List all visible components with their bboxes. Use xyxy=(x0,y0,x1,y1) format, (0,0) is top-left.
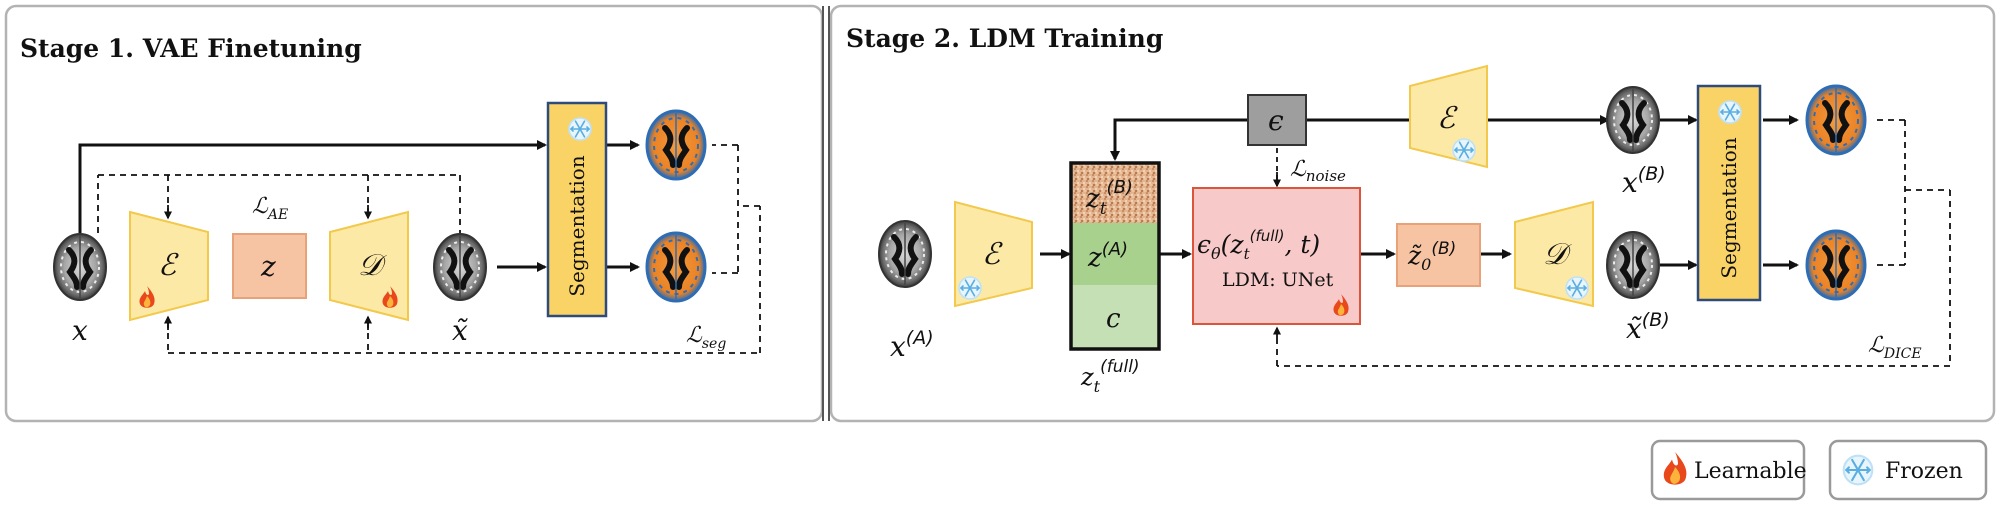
stage1-title: Stage 1. VAE Finetuning xyxy=(20,34,362,63)
stage2-recon-b-brain xyxy=(1607,232,1659,298)
stage1-encoder-symbol: ℰ xyxy=(158,248,179,283)
stage2-left-encoder-snowflake-icon xyxy=(958,276,982,300)
stage2-loss-noise: ℒnoise xyxy=(1290,157,1346,185)
stage2-z-stack-frame xyxy=(1069,161,1161,351)
stage2-zt-full-label: zt(full) xyxy=(1080,357,1140,396)
stage2-seg-brain-top xyxy=(1807,86,1865,154)
stage1-seg-brain-bottom xyxy=(647,233,705,301)
stage1-input-label: x xyxy=(72,314,88,347)
stage2-input-b-label: x(B) xyxy=(1622,163,1666,199)
stage2-input-a-brain xyxy=(879,221,931,287)
stage1-connectors xyxy=(78,140,761,354)
stage2-ldm-block xyxy=(1192,187,1361,325)
stage2-noise-box xyxy=(1247,94,1307,146)
stage2-left-encoder-symbol: ℰ xyxy=(982,237,1003,272)
stage2-input-b-brain xyxy=(1607,87,1659,153)
stage2-input-a-label: x(A) xyxy=(890,327,934,363)
stage2-top-encoder-symbol: ℰ xyxy=(1437,101,1458,136)
stage2-decoder-snowflake-icon xyxy=(1565,276,1589,300)
legend-snowflake-icon xyxy=(1842,454,1874,486)
stage2-recon-b-label: x̃(B) xyxy=(1626,309,1670,345)
stage2-z-a-block xyxy=(1071,223,1159,285)
stage2-z0-box xyxy=(1396,223,1481,287)
legend: Learnable Frozen xyxy=(1650,439,1988,501)
stage1-latent-box xyxy=(232,233,307,299)
stage2-panel xyxy=(829,4,1996,423)
legend-frozen-label: Frozen xyxy=(1885,459,1963,484)
stage2-ldm-equation: ϵθ(zt(full), t) xyxy=(1197,227,1320,263)
stage2-ldm-label: LDM: UNet xyxy=(1222,269,1334,291)
stage2-loss-dice: ℒDICE xyxy=(1868,333,1922,362)
stage1-loss-ae: ℒAE xyxy=(252,194,288,223)
stage2-noise-symbol: ϵ xyxy=(1268,104,1284,137)
stage1-segmentation-label: Segmentation xyxy=(565,155,589,296)
stage2-title: Stage 2. LDM Training xyxy=(846,24,1163,53)
stage2-zt-b-block xyxy=(1071,163,1159,223)
stage2-z-a-label: z(A) xyxy=(1087,239,1128,273)
stage1-recon-label: x̃ xyxy=(452,314,468,347)
stage2-top-encoder-snowflake-icon xyxy=(1452,138,1476,162)
legend-learnable-label: Learnable xyxy=(1694,459,1807,484)
stage2-zt-b-label: zt(B) xyxy=(1085,177,1133,219)
stage2-c-label: c xyxy=(1106,304,1121,334)
stage1-recon-brain xyxy=(434,234,486,300)
stage2-connectors xyxy=(1040,115,1951,367)
stage2-seg-brain-bottom xyxy=(1807,231,1865,299)
stage2-seg-snowflake-icon xyxy=(1718,100,1742,124)
stage2-c-block xyxy=(1071,285,1159,349)
legend-learnable-box xyxy=(1650,439,1806,501)
stage2-z0-label: z̃0(B) xyxy=(1407,239,1456,274)
stage1-input-brain xyxy=(54,234,106,300)
stage1-latent-symbol: z xyxy=(260,250,276,283)
stage1-loss-seg: ℒseg xyxy=(686,323,726,352)
stage1-seg-snowflake-icon xyxy=(568,117,592,141)
legend-frozen-box xyxy=(1828,439,1988,501)
stage2-segmentation-label: Segmentation xyxy=(1717,137,1741,278)
stage1-panel xyxy=(4,4,824,423)
stage1-seg-brain-top xyxy=(647,111,705,179)
